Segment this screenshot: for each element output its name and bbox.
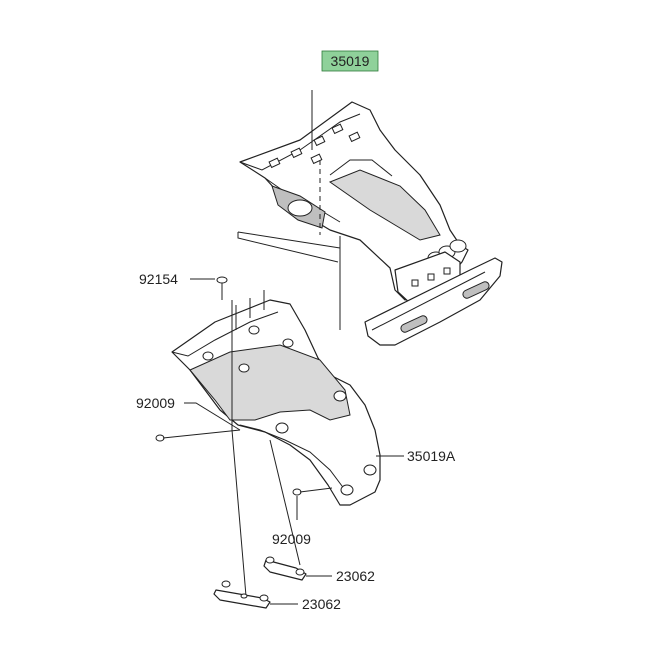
bolt-92009-bottom[interactable] [292,487,333,496]
rear-fender-35019[interactable] [239,101,503,346]
label-nut-plate-lower[interactable]: 23062 [302,596,341,612]
bolt-92154[interactable] [216,276,228,296]
nut-plate-23062-upper[interactable] [263,556,307,581]
nut-plate-23062-lower[interactable] [213,580,271,609]
label-bolt-bottom[interactable]: 92009 [272,531,311,547]
highlight-box [321,50,379,72]
label-inner-fender[interactable]: 35019A [407,448,456,464]
assembly-guides [221,90,341,597]
label-nut-plate-upper[interactable]: 23062 [336,568,375,584]
label-main-part[interactable]: 35019 [331,53,370,69]
bolt-92009-left[interactable] [155,429,241,442]
inner-fender-35019A[interactable] [171,299,381,506]
label-bolt-left[interactable]: 92009 [136,395,175,411]
leader-lines [184,278,404,605]
label-bolt-top[interactable]: 92154 [139,271,178,287]
